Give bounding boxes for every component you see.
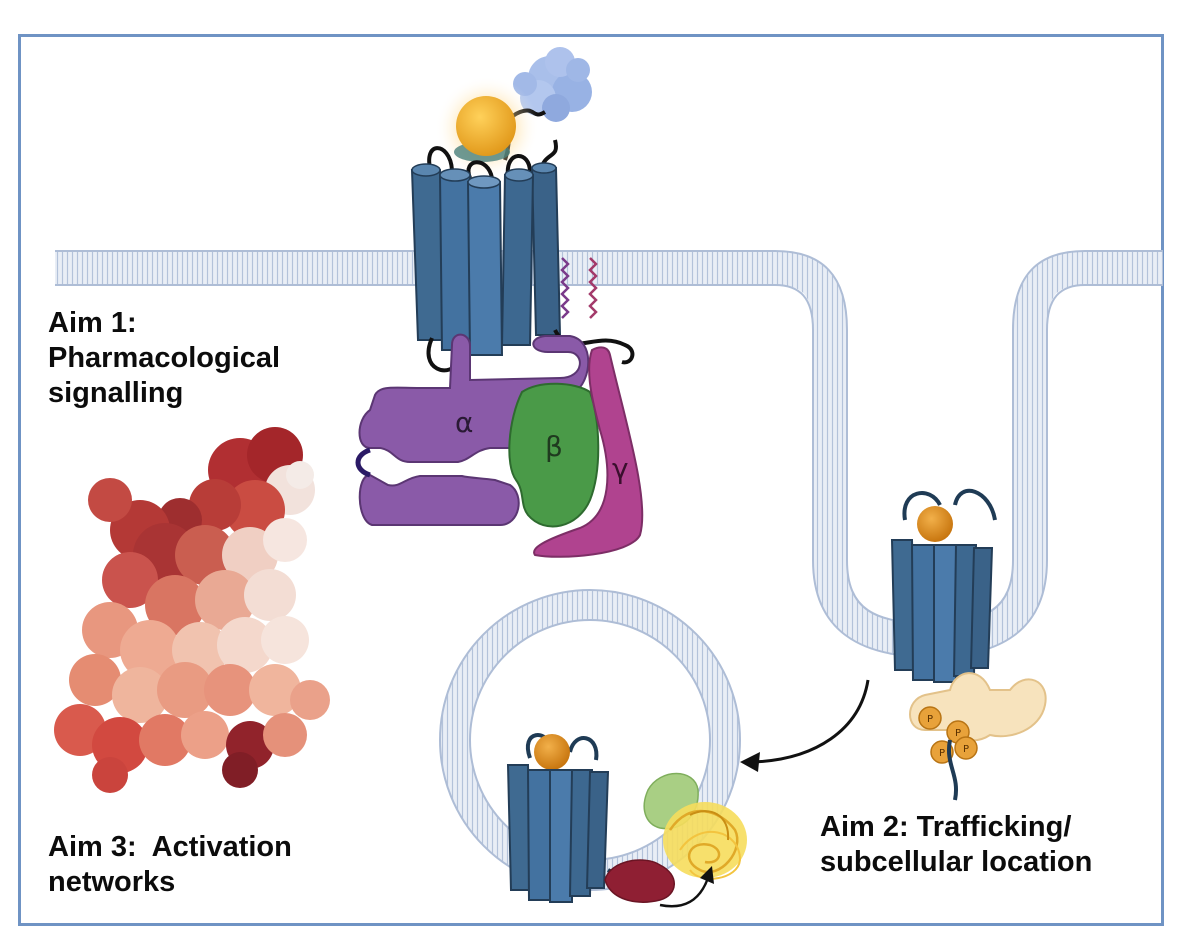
internalisation-arrow: [740, 679, 870, 772]
arrestin: [909, 672, 1047, 742]
protein-surface-structure: [54, 427, 330, 793]
g-gamma-label: γ: [612, 452, 629, 485]
aim2-line-1: Aim 2: Trafficking/: [820, 811, 1072, 843]
aim1-line-2: Pharmacological: [48, 342, 281, 374]
aim2-line-2: subcellular location: [820, 846, 1093, 878]
g-gamma-subunit: [533, 346, 644, 558]
aim3-line-2: networks: [48, 866, 176, 898]
aim1-line-3: signalling: [48, 377, 184, 409]
g-protein-heterotrimer: α β γ: [355, 333, 644, 558]
aim1-label: Aim 1: Pharmacological signalling: [48, 306, 280, 411]
gpcr-receptor-main: [410, 47, 635, 373]
aim1-line-1: Aim 1:: [48, 307, 137, 339]
gpcr-receptor-endosomal: [506, 733, 747, 908]
red-protein: [604, 859, 675, 903]
phospho-label: P: [963, 744, 969, 755]
aim3-label: Aim 3: Activation networks: [48, 830, 292, 900]
aim2-label: Aim 2: Trafficking/ subcellular location: [820, 810, 1092, 880]
phospho-label: P: [939, 748, 945, 759]
blue-protein-blob: [513, 47, 592, 122]
aim3-line-1: Aim 3: Activation: [48, 831, 292, 863]
g-beta-label: β: [545, 430, 563, 463]
g-beta-subunit: [508, 382, 600, 528]
phospho-label: P: [927, 714, 933, 725]
phospho-label: P: [955, 728, 961, 739]
yellow-protein-ribbon: [663, 802, 747, 880]
g-alpha-label: α: [455, 406, 473, 439]
gpcr-receptor-internalising: P P P P: [890, 488, 1047, 801]
receptor-helices: [410, 162, 562, 356]
